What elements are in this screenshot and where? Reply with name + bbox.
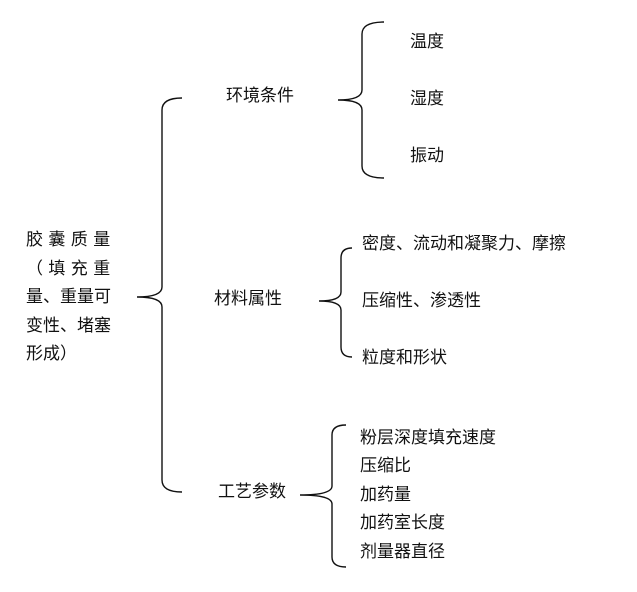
root-line: （ 填 充 重 xyxy=(26,259,111,279)
mat-brace xyxy=(318,247,353,358)
branch-process: 工艺参数 xyxy=(218,482,286,502)
leaf: 密度、流动和凝聚力、摩擦 xyxy=(362,234,566,254)
root-line: 形成） xyxy=(26,344,77,364)
leaf: 压缩性、渗透性 xyxy=(362,291,481,311)
leaf: 剂量器直径 xyxy=(360,542,445,562)
env-brace xyxy=(337,21,385,179)
root-brace xyxy=(136,97,183,493)
branch-env: 环境条件 xyxy=(226,86,294,106)
branch-material: 材料属性 xyxy=(214,289,282,309)
root-line: 量、重量可 xyxy=(26,287,111,307)
leaf: 振动 xyxy=(410,146,444,166)
leaf: 加药量 xyxy=(360,485,411,505)
root-line: 变性、堵塞 xyxy=(26,316,111,336)
leaf: 湿度 xyxy=(410,89,444,109)
leaf: 粉层深度填充速度 xyxy=(360,428,496,448)
leaf: 温度 xyxy=(410,32,444,52)
proc-brace xyxy=(299,424,347,568)
leaf: 加药室长度 xyxy=(360,513,445,533)
leaf: 压缩比 xyxy=(360,456,411,476)
leaf: 粒度和形状 xyxy=(362,348,447,368)
root-line: 胶 囊 质 量 xyxy=(26,230,111,250)
